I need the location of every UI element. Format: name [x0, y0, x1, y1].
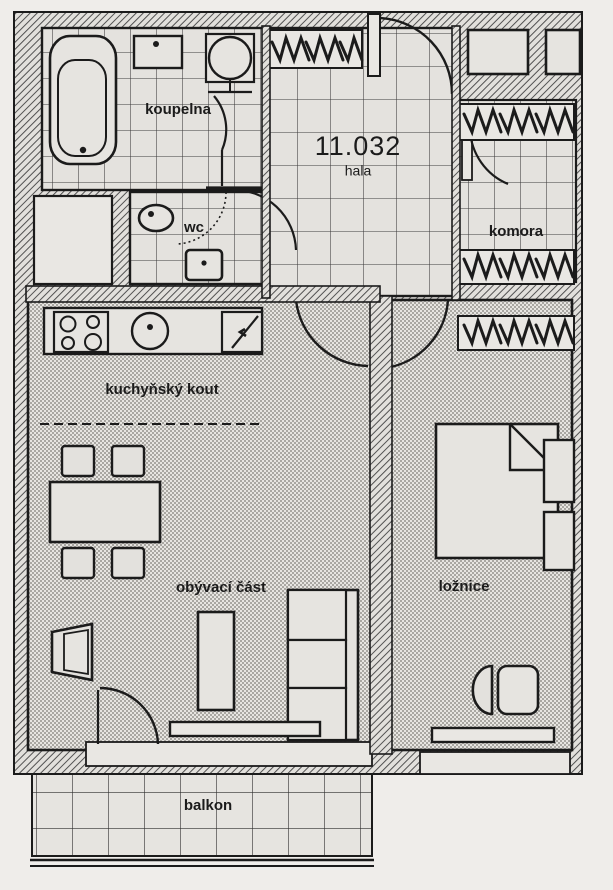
room-label-koupelna: koupelna: [145, 101, 212, 118]
room-label-komora: komora: [489, 223, 544, 240]
balcony-area: [30, 741, 571, 867]
wardrobe-1: [466, 28, 530, 76]
dining-chair: [60, 444, 96, 478]
radiator-icon-komora-top: [457, 103, 575, 141]
room-label-balkon: balkon: [184, 797, 232, 814]
fixture-group-dining: [48, 444, 162, 580]
dining-chair: [60, 546, 96, 580]
bathroom-sink-icon: [132, 34, 184, 70]
balcony-slab-left: [85, 741, 373, 767]
wardrobe-2: [544, 28, 582, 76]
armchair-bedroom-icon: [471, 664, 540, 716]
radiator-icon-hall-top: [265, 29, 364, 69]
balcony-floor: [31, 773, 373, 857]
sofa-icon: [286, 588, 360, 742]
room-label-hala: hala: [345, 163, 372, 179]
radiators: [265, 29, 575, 351]
fixture-group-koupelna: [48, 32, 264, 190]
room-floor-hala: [264, 26, 458, 298]
washing-machine-icon: [204, 32, 256, 94]
toilet-icon: [184, 248, 224, 282]
balcony-slab-right: [419, 751, 571, 775]
door-swing-balcony: [99, 686, 160, 745]
door-swing-bedroom: [385, 299, 450, 370]
door-swing-koupelna: [213, 95, 228, 151]
entry-door-leaf: [367, 13, 381, 77]
door-swing-living: [294, 299, 369, 368]
radiator-icon-komora-bottom: [457, 249, 575, 285]
room-label-loznice: ložnice: [439, 578, 490, 595]
interior-partitions: [25, 25, 461, 755]
fixture-group-obyvaci-cast: [50, 588, 360, 745]
entry-door-swing: [379, 16, 454, 95]
balcony-door-living: [168, 720, 322, 738]
room-label-wc: wc: [183, 219, 204, 236]
bathtub-icon: [48, 34, 118, 166]
room-label-kuchynsky-kout: kuchyňský kout: [105, 381, 218, 398]
radiator-icon-bedroom-top: [457, 315, 575, 351]
fixture-group-kuchynsky-kout: [40, 306, 264, 425]
electrical-panel-icon: [220, 310, 264, 354]
wc-sink-icon: [137, 203, 175, 233]
coffee-table-icon: [196, 610, 236, 712]
room-label-obyvaci-cast: obývací část: [176, 579, 266, 596]
bed-icon: [434, 422, 560, 560]
cooktop-icon: [52, 310, 110, 354]
fixture-group-loznice: [430, 422, 576, 744]
nightstand: [542, 438, 576, 504]
kitchen-sink-icon: [130, 311, 170, 351]
dining-table: [48, 480, 162, 544]
nightstand: [542, 510, 576, 572]
fixture-group-wc: [137, 188, 298, 282]
room-floor-utility-niche: [32, 194, 114, 286]
dining-chair: [110, 444, 146, 478]
hall-doors: [293, 13, 582, 370]
dining-chair: [110, 546, 146, 580]
room-labels: 11.032 hala koupelna wc komora kuchyňský…: [105, 101, 543, 814]
armchair-living-icon: [50, 622, 94, 682]
room-code-hala: 11.032: [315, 131, 402, 161]
balcony-door-bedroom: [430, 726, 556, 744]
